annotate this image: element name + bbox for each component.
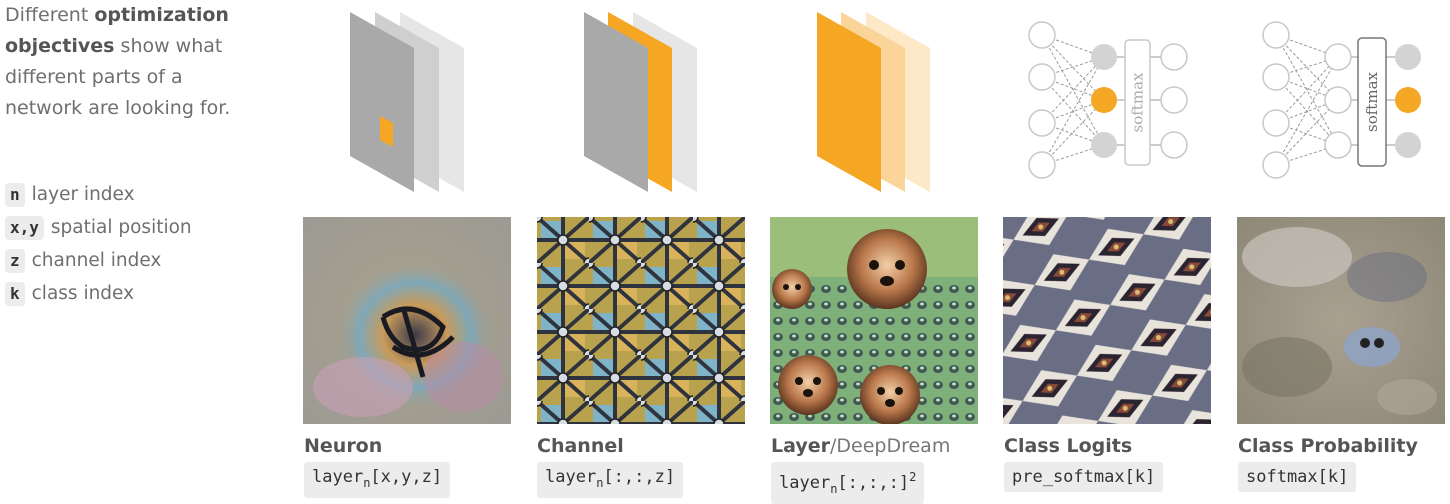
code-layer: layern[:,:,:]2	[771, 462, 925, 504]
class-probability-visualization-image	[1237, 217, 1445, 424]
logit-node	[1324, 86, 1352, 114]
layer-visualization-image	[770, 217, 978, 424]
output-node	[1160, 43, 1188, 71]
logit-node	[1091, 132, 1117, 158]
intro-part2: show what different parts of a network a…	[5, 35, 231, 119]
input-node	[1028, 63, 1056, 91]
neuron-highlight	[380, 116, 393, 147]
output-node	[1160, 86, 1188, 114]
caption-class-probability: Class Probability	[1238, 435, 1450, 457]
input-node	[1028, 21, 1056, 49]
caption-title: Channel	[537, 435, 624, 457]
caption-title: Class Logits	[1004, 435, 1133, 457]
class-logits-visualization-image	[1003, 217, 1211, 424]
code-subscript: n	[830, 482, 838, 496]
caption-title: Class Probability	[1238, 435, 1418, 457]
highlighted-logit-node	[1091, 87, 1117, 113]
output-node	[1160, 131, 1188, 159]
caption-class-logits: Class Logits	[1004, 435, 1238, 457]
input-node	[1028, 151, 1056, 179]
legend-label: layer index	[31, 184, 135, 205]
legend-key: x,y	[5, 215, 44, 240]
caption-suffix: /DeepDream	[830, 435, 951, 457]
caption-title: Neuron	[304, 435, 383, 457]
code-text: pre_softmax[k]	[1012, 467, 1156, 487]
legend-key: n	[5, 182, 25, 207]
caption-neuron: Neuron	[304, 435, 538, 457]
legend-item: z channel index	[5, 244, 245, 277]
legend-label: spatial position	[50, 217, 192, 238]
layer-diagram	[767, 0, 997, 200]
class-probability-diagram: softmax	[1234, 0, 1450, 200]
code-text: [x,y,z]	[370, 467, 443, 487]
caption-channel: Channel	[537, 435, 771, 457]
input-node	[1262, 151, 1290, 179]
layer-highlight	[817, 12, 881, 192]
intro-text: Different optimization objectives show w…	[5, 0, 245, 124]
code-class-logits: pre_softmax[k]	[1004, 462, 1164, 492]
code-superscript: 2	[909, 470, 917, 484]
softmax-label: softmax	[1129, 72, 1147, 132]
legend-label: channel index	[31, 250, 162, 271]
softmax-box	[1124, 39, 1151, 166]
input-node	[1262, 63, 1290, 91]
highlighted-probability-node	[1395, 87, 1421, 113]
class-logits-diagram: softmax	[1000, 0, 1230, 200]
code-text: layer	[545, 467, 597, 487]
softmax-label: softmax	[1363, 71, 1381, 131]
code-channel: layern[:,:,z]	[537, 462, 684, 498]
logit-node	[1091, 44, 1117, 70]
input-node	[1028, 109, 1056, 137]
input-node	[1262, 109, 1290, 137]
channel-visualization-image	[537, 217, 745, 424]
legend-item: n layer index	[5, 178, 245, 211]
layer-sheet-front	[584, 12, 648, 192]
code-text: [:,:,:]	[837, 473, 910, 493]
code-text: layer	[312, 467, 364, 487]
legend-item: x,y spatial position	[5, 211, 245, 244]
code-neuron: layern[x,y,z]	[304, 462, 451, 498]
caption-layer: Layer/DeepDream	[771, 435, 1005, 457]
intro-bold: optimization objectives	[5, 4, 229, 57]
code-class-probability: softmax[k]	[1238, 462, 1357, 492]
code-subscript: n	[363, 476, 371, 490]
intro-part1: Different	[5, 4, 95, 26]
layer-sheet-front	[350, 12, 414, 192]
neuron-diagram	[300, 0, 530, 200]
probability-node	[1395, 44, 1421, 70]
neuron-visualization-image	[303, 217, 511, 424]
softmax-box	[1357, 37, 1387, 167]
legend-label: class index	[31, 283, 135, 304]
code-subscript: n	[596, 476, 604, 490]
logit-node	[1324, 43, 1352, 71]
legend-key: k	[5, 281, 25, 306]
legend-key: z	[5, 248, 25, 273]
input-node	[1262, 21, 1290, 49]
code-text: softmax[k]	[1246, 467, 1349, 487]
logit-node	[1324, 131, 1352, 159]
code-text: [:,:,z]	[603, 467, 676, 487]
probability-node	[1395, 132, 1421, 158]
caption-title: Layer	[771, 435, 830, 457]
channel-diagram	[534, 0, 764, 200]
code-text: layer	[779, 473, 831, 493]
legend-item: k class index	[5, 277, 245, 310]
